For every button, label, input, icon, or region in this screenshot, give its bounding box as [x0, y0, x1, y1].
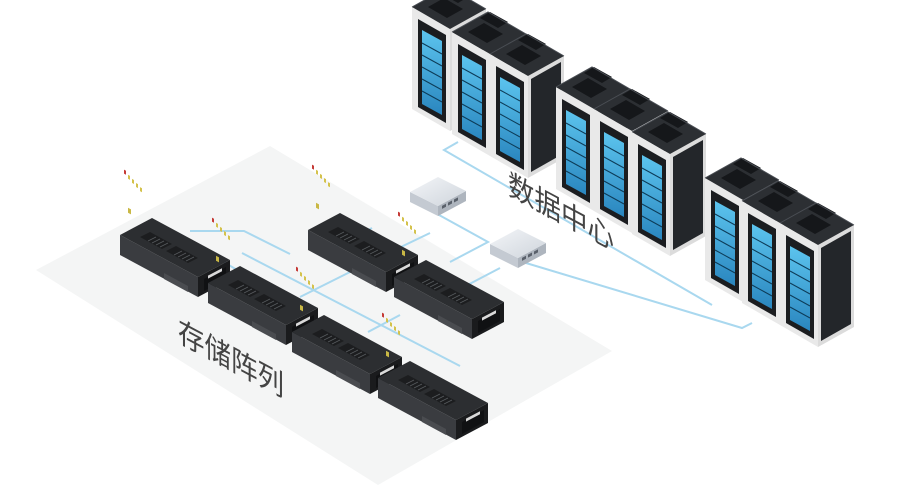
- server-rack-icon: [631, 111, 707, 257]
- network-switch-icon: [490, 229, 546, 268]
- server-rack-icon: [489, 33, 565, 179]
- server-rack-icon: [779, 202, 855, 348]
- network-switch-icon: [410, 177, 466, 216]
